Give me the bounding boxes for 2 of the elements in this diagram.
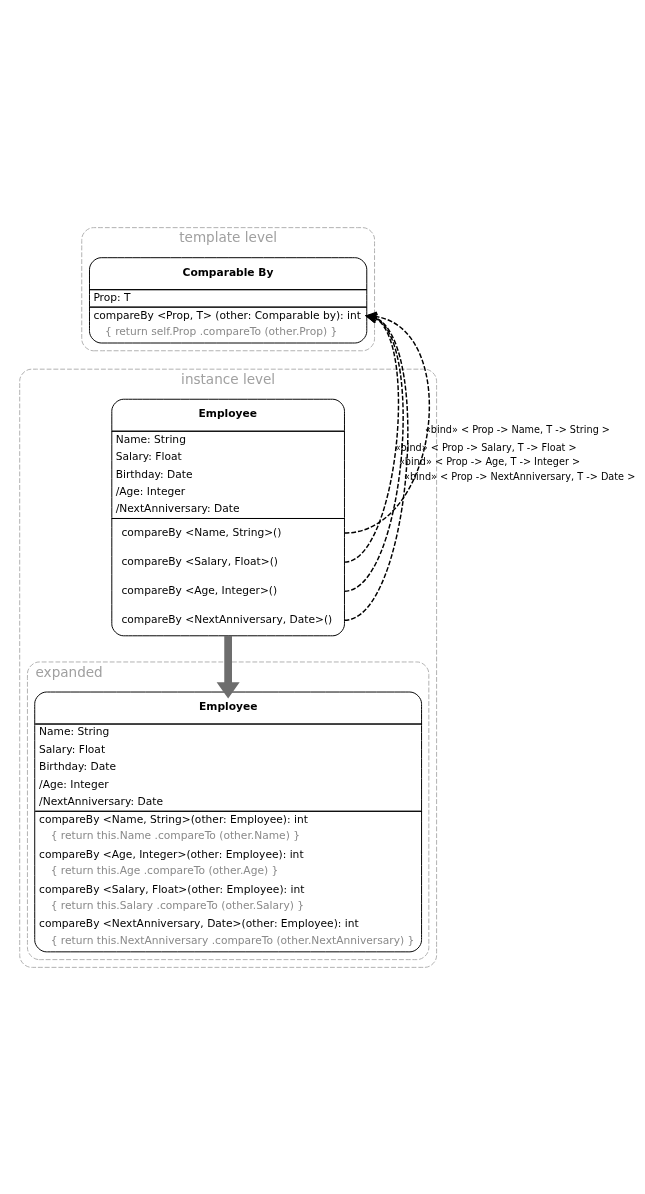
- edge-label: «bind» < Prop -> Name, T -> String >: [424, 423, 610, 435]
- arrow: [216, 635, 240, 699]
